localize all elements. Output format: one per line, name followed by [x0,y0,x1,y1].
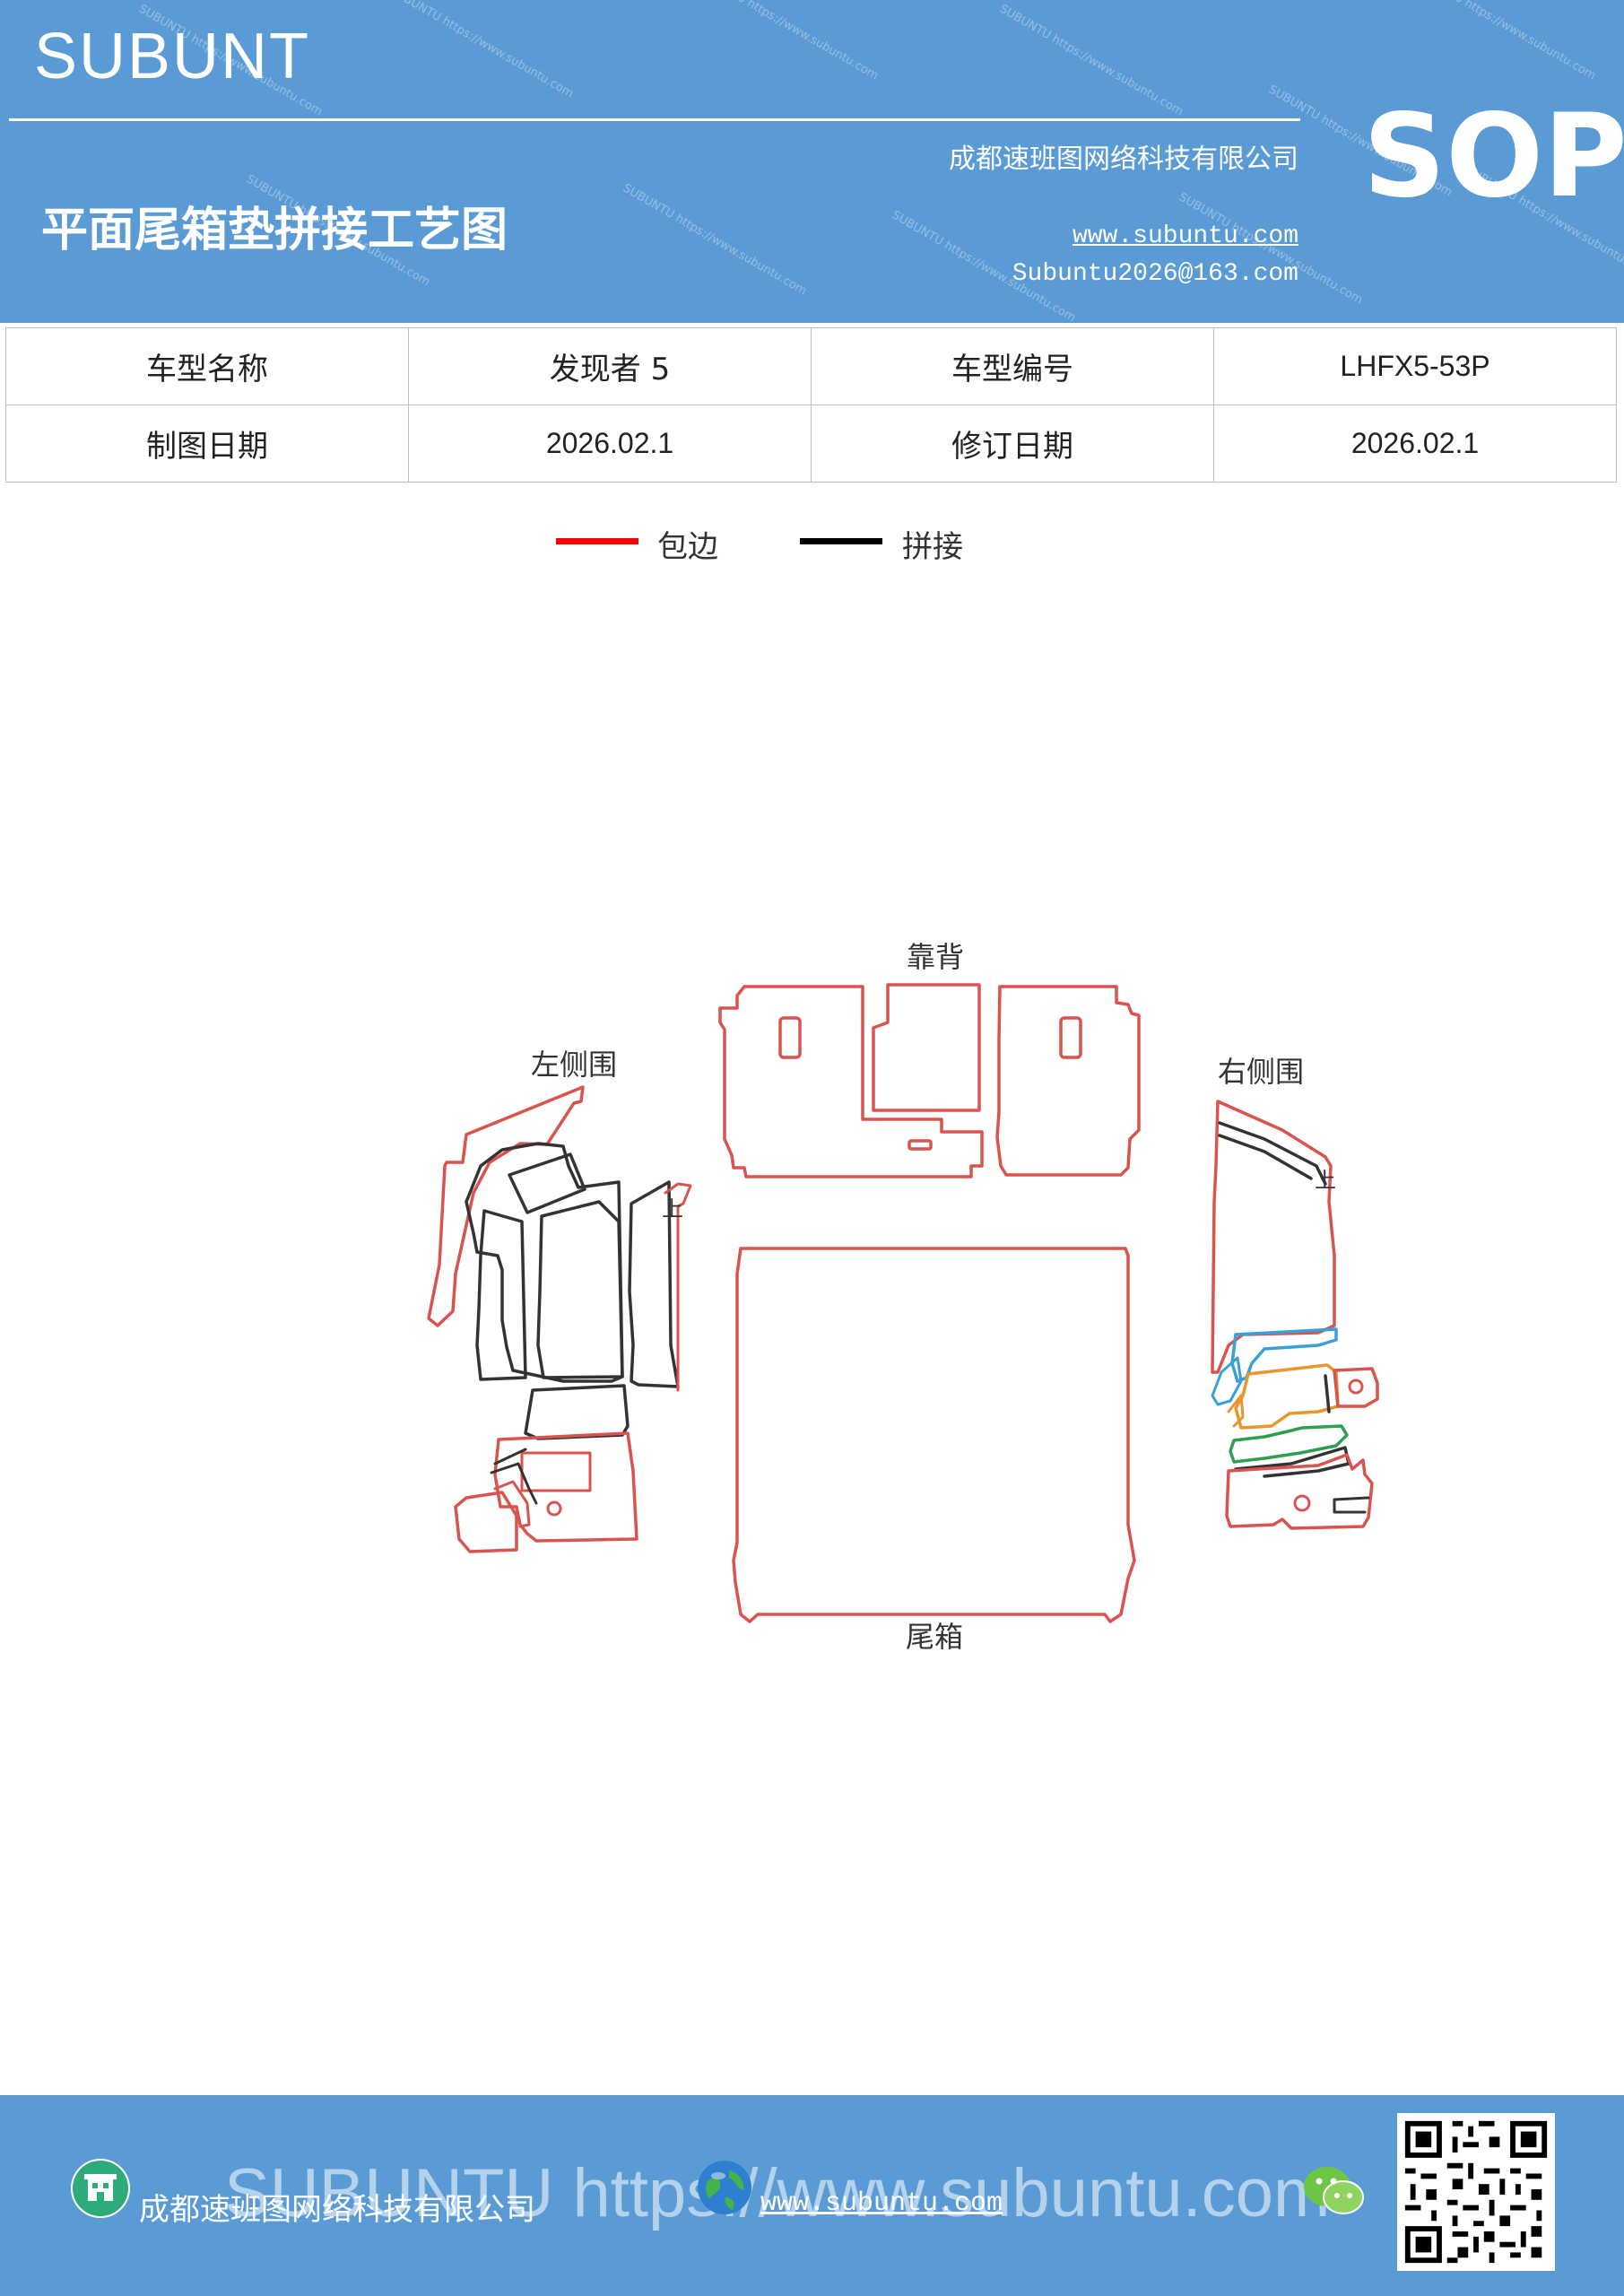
model-code-label: 车型编号 [811,327,1214,405]
legend-seam-swatch [800,538,882,544]
right-tab-piece [1333,1367,1379,1408]
left-outer-strip [427,1085,585,1327]
right-seam-top [1218,1121,1327,1186]
legend-seam-label: 拼接 [902,529,963,565]
table-row: 车型名称 发现者 5 车型编号 LHFX5-53P [5,327,1617,405]
legend-edge-swatch [556,538,638,544]
backrest-right-slot [1059,1016,1082,1059]
left-bottom-seam [490,1448,538,1505]
left-panel-column-a [475,1209,527,1381]
vehicle-info-table: 车型名称 发现者 5 车型编号 LHFX5-53P 制图日期 2026.02.1… [5,327,1617,483]
left-corner-piece [454,1491,518,1553]
label-left-side: 左侧围 [531,1048,617,1082]
left-bottom-hole [546,1500,562,1517]
building-icon [71,2159,130,2218]
right-outer-panel [1211,1100,1336,1374]
left-side-pieces: 上 [427,1085,692,1553]
trunk-floor-piece [732,1247,1136,1623]
mark-up-left: 上 [662,1196,683,1222]
table-row: 制图日期 2026.02.1 修订日期 2026.02.1 [5,404,1617,483]
left-corner-inner [493,1480,531,1528]
left-bottom-assembly [493,1431,638,1543]
right-seam-mid [1324,1374,1331,1413]
backrest-right-piece [995,985,1141,1177]
backrest-left-slot [778,1016,802,1059]
wechat-icon [1304,2167,1364,2214]
revise-date-value: 2026.02.1 [1213,404,1617,483]
footer-website-link[interactable]: www.subuntu.com [760,2188,1003,2219]
right-bottom-seam [1333,1496,1370,1514]
left-lower-panel [524,1384,630,1440]
sop-badge: SOP [1363,90,1624,223]
page-title: 平面尾箱垫拼接工艺图 [41,204,508,257]
header-banner: SUBUNTU https://www.subuntu.com SUBUNTU … [0,0,1624,323]
company-name: 成都速班图网络科技有限公司 [949,144,1298,175]
left-panel-column-b [536,1200,624,1379]
backrest-center-slot [908,1139,933,1151]
left-bottom-window [520,1451,592,1492]
left-side-strip-edge [664,1182,692,1392]
backrest-pieces [718,983,1141,1178]
revise-date-label: 修订日期 [811,404,1214,483]
qr-code-icon[interactable] [1397,2113,1555,2271]
legend: 包边 拼接 [0,520,1624,574]
label-backrest: 靠背 [907,940,964,974]
model-code-value: LHFX5-53P [1213,327,1617,405]
right-bottom-piece [1225,1453,1374,1530]
left-side-strip [628,1180,680,1388]
header-divider [9,118,1300,121]
label-trunk: 尾箱 [906,1620,963,1654]
draw-date-label: 制图日期 [5,404,409,483]
right-orange-lower [1227,1394,1245,1428]
backrest-center-piece [872,983,981,1112]
right-orange-piece [1234,1363,1340,1430]
right-green-piece [1229,1424,1349,1464]
brand-name: SUBUNT [34,21,311,92]
right-bottom-hole [1293,1494,1311,1512]
model-name-value: 发现者 5 [408,327,812,405]
backrest-left-piece [718,985,984,1178]
model-name-label: 车型名称 [5,327,409,405]
footer-watermark: SUBUNTU https://www.subuntu.com [224,2155,1331,2231]
left-large-panel [465,1142,624,1383]
footer-company-name: 成都速班图网络科技有限公司 [139,2192,535,2228]
draw-date-value: 2026.02.1 [408,404,812,483]
footer-banner: SUBUNTU https://www.subuntu.com 成都速班图网络科… [0,2095,1624,2296]
left-panel-window [508,1152,586,1214]
right-blue-piece [1230,1327,1338,1383]
mark-up-right: 上 [1315,1168,1336,1193]
right-side-pieces: 上 [1211,1100,1379,1530]
label-right-side: 右侧围 [1218,1055,1304,1089]
website-link[interactable]: www.subuntu.com [1072,222,1298,250]
right-tab-hole [1348,1378,1364,1395]
legend-edge-label: 包边 [657,529,718,565]
contact-email[interactable]: Subuntu2026@163.com [1012,260,1298,288]
globe-icon [698,2161,751,2214]
right-blue-lower [1211,1356,1243,1406]
